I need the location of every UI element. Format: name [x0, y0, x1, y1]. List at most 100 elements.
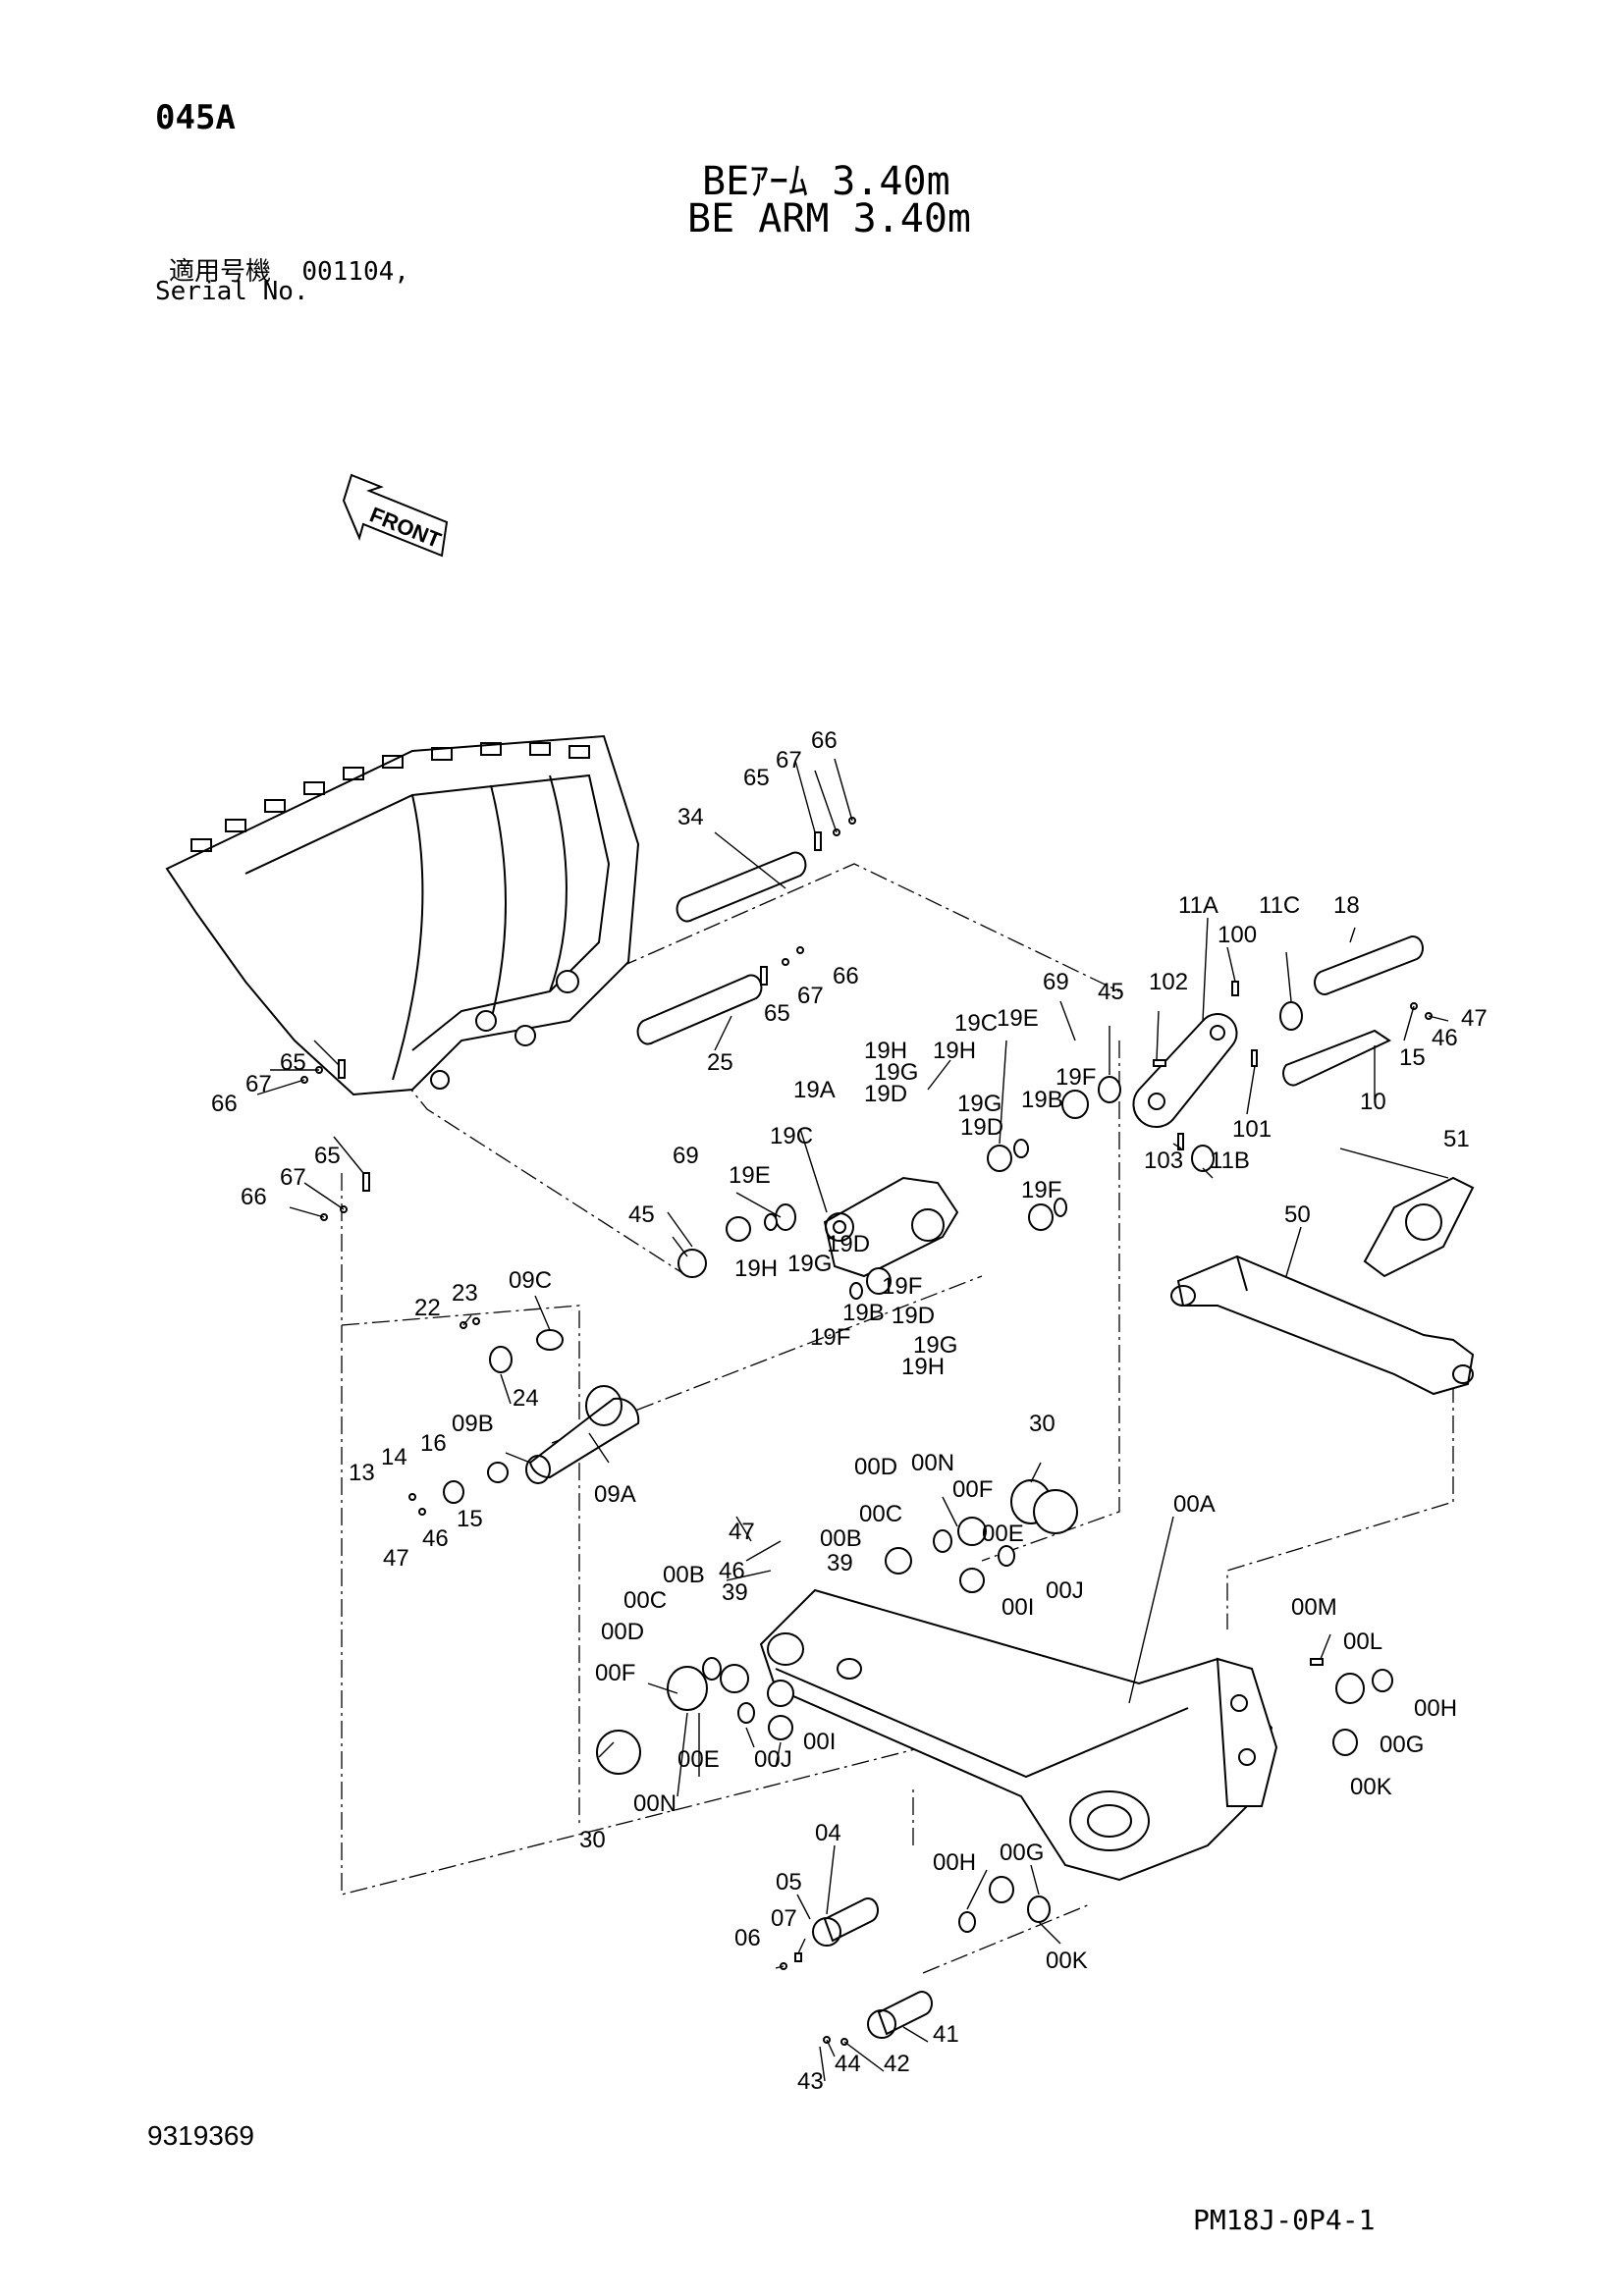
callout-19g: 19G — [913, 1332, 957, 1359]
link-19-bushings — [677, 1076, 1121, 1300]
callout-43: 43 — [797, 2068, 824, 2095]
callout-00l: 00L — [1343, 1629, 1382, 1655]
pin-34 — [676, 851, 807, 923]
callout-47: 47 — [729, 1519, 755, 1545]
callout-66: 66 — [833, 963, 859, 989]
leader-lines — [256, 758, 1449, 2082]
callout-14: 14 — [381, 1444, 407, 1470]
callout-00g: 00G — [1000, 1840, 1044, 1866]
callout-19g: 19G — [957, 1091, 1001, 1117]
rod-bushings — [408, 1317, 564, 1516]
callout-39: 39 — [827, 1550, 853, 1576]
callout-00n: 00N — [911, 1450, 954, 1476]
callout-00m: 00M — [1291, 1594, 1337, 1621]
callout-47: 47 — [383, 1545, 409, 1572]
callout-19h: 19H — [933, 1038, 976, 1064]
callout-10: 10 — [1360, 1089, 1386, 1115]
pin-41 — [867, 1991, 933, 2039]
callout-00i: 00I — [803, 1729, 836, 1755]
callout-00i: 00I — [1001, 1594, 1034, 1621]
callout-00j: 00J — [1046, 1577, 1084, 1604]
callout-45: 45 — [628, 1201, 655, 1228]
callout-00f: 00F — [952, 1476, 993, 1503]
callout-39: 39 — [722, 1579, 748, 1606]
callout-23: 23 — [452, 1280, 478, 1307]
callout-00g: 00G — [1380, 1732, 1424, 1758]
title-english: BE ARM 3.40m — [687, 196, 971, 241]
serial-label-english: Serial No. — [155, 277, 309, 306]
callout-13: 13 — [349, 1460, 375, 1486]
callout-67: 67 — [280, 1164, 306, 1191]
callout-46: 46 — [719, 1558, 745, 1584]
callout-51: 51 — [1443, 1126, 1470, 1152]
callout-19d: 19D — [827, 1231, 870, 1257]
callout-19f: 19F — [810, 1324, 850, 1351]
bucket — [165, 734, 640, 1096]
callout-09a: 09A — [594, 1481, 636, 1508]
callout-11c: 11C — [1259, 892, 1300, 919]
callout-16: 16 — [420, 1430, 447, 1457]
callout-00e: 00E — [982, 1521, 1024, 1547]
link-bushings — [1153, 981, 1433, 1172]
arm-bushings — [596, 1479, 1393, 1775]
callout-67: 67 — [245, 1071, 272, 1097]
callout-19f: 19F — [1056, 1064, 1096, 1091]
link-19a — [823, 1176, 959, 1278]
callout-19g: 19G — [787, 1251, 832, 1277]
callout-00h: 00H — [1414, 1695, 1457, 1722]
callout-65: 65 — [764, 1000, 790, 1027]
callout-19g: 19G — [874, 1059, 918, 1086]
callout-00f: 00F — [595, 1660, 635, 1686]
callout-00e: 00E — [677, 1746, 720, 1773]
callout-19f: 19F — [1021, 1177, 1061, 1203]
callout-labels: 66 67 65 34 66 67 65 25 65 67 66 65 67 6… — [211, 727, 1488, 2095]
callout-66: 66 — [811, 727, 838, 754]
callout-00n: 00N — [633, 1790, 677, 1817]
callout-19h: 19H — [864, 1038, 907, 1064]
pin-10 — [1282, 1029, 1392, 1087]
callout-69: 69 — [1043, 969, 1069, 995]
callout-00c: 00C — [623, 1587, 667, 1614]
callout-00b: 00B — [820, 1525, 862, 1552]
pin-keepers — [780, 1876, 1051, 2046]
callout-69: 69 — [673, 1143, 699, 1169]
serial-value: 001104, — [301, 257, 409, 287]
callout-102: 102 — [1149, 969, 1188, 995]
callout-00b: 00B — [663, 1562, 705, 1588]
callout-19h: 19H — [901, 1354, 945, 1380]
callout-19e: 19E — [729, 1162, 771, 1189]
callout-25: 25 — [707, 1049, 733, 1076]
document-number: 9319369 — [147, 2120, 255, 2151]
callout-19d: 19D — [892, 1303, 935, 1329]
page-code: 045A — [155, 98, 236, 137]
callout-100: 100 — [1218, 922, 1257, 948]
callout-30: 30 — [1029, 1411, 1056, 1437]
callout-19d: 19D — [864, 1081, 907, 1107]
callout-67: 67 — [797, 983, 824, 1009]
link-11a — [1132, 1012, 1238, 1129]
callout-00d: 00D — [854, 1454, 897, 1480]
callout-19d: 19D — [960, 1114, 1003, 1141]
callout-00a: 00A — [1173, 1491, 1216, 1518]
callout-09b: 09B — [452, 1411, 494, 1437]
callout-15: 15 — [457, 1506, 483, 1532]
callout-00d: 00D — [601, 1619, 644, 1645]
callout-11b: 11B — [1210, 1148, 1250, 1174]
callout-19f: 19F — [882, 1273, 922, 1300]
callout-50: 50 — [1284, 1201, 1311, 1228]
rod-09a — [525, 1385, 640, 1484]
callout-09c: 09C — [509, 1267, 552, 1294]
callout-44: 44 — [835, 2051, 861, 2077]
serial-label-jp: 適用号機 — [169, 257, 272, 287]
callout-19h: 19H — [734, 1255, 778, 1282]
callout-65: 65 — [743, 765, 770, 791]
callout-19b: 19B — [842, 1300, 885, 1326]
callout-30: 30 — [579, 1827, 606, 1853]
callout-66: 66 — [211, 1091, 238, 1117]
callout-46: 46 — [422, 1525, 449, 1552]
bracket-51 — [1363, 1176, 1475, 1278]
arm-00a — [759, 1588, 1278, 1882]
callout-00j: 00J — [754, 1746, 792, 1773]
callout-66: 66 — [241, 1184, 267, 1210]
callout-19b: 19B — [1021, 1087, 1063, 1113]
